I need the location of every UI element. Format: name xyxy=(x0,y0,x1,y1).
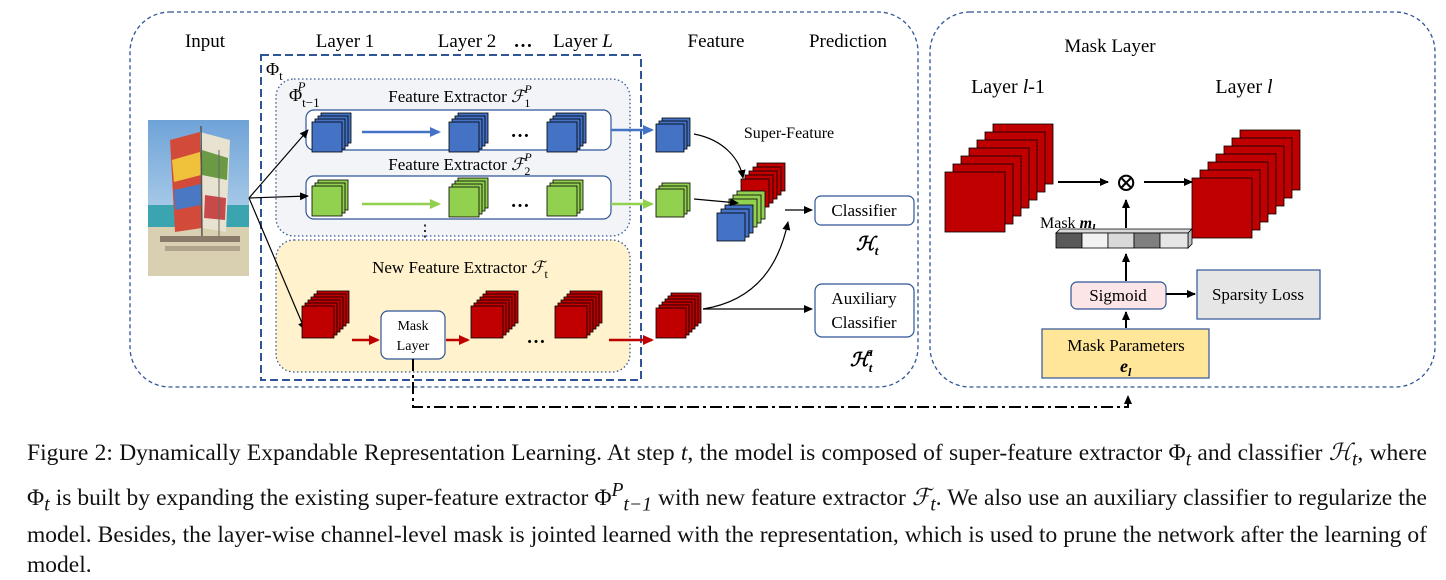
mask-layer-box-line1: Mask xyxy=(397,319,428,334)
red-map-layerL xyxy=(554,290,603,339)
mask-layer-panel xyxy=(929,11,1436,388)
mask-layer-prev-label: Layer l-1 xyxy=(971,76,1045,98)
row3-feature-maps xyxy=(301,290,702,339)
red-map-layer2 xyxy=(470,290,519,339)
row1-ellipsis: … xyxy=(511,121,530,142)
aux-classifier-symbol: ℋta xyxy=(850,344,873,375)
green-map-layerL xyxy=(546,179,584,217)
super-extractor-symbol: Φt xyxy=(266,59,283,83)
figure-caption: Figure 2: Dynamically Expandable Represe… xyxy=(27,440,1427,579)
aux-classifier-line1: Auxiliary xyxy=(831,289,897,308)
extractor-1-label: Feature Extractor ℱ1P xyxy=(388,82,532,110)
input-arrows xyxy=(248,129,309,331)
mask-params-symbol: el xyxy=(1120,356,1132,379)
blue-map-layer2 xyxy=(448,112,489,153)
layer1-label: Layer 1 xyxy=(316,31,375,52)
row3-ellipsis: … xyxy=(527,327,546,348)
aux-classifier-line2: Classifier xyxy=(831,313,896,332)
super-extractor-box xyxy=(260,54,642,381)
row1-feature-maps xyxy=(311,112,691,153)
blue-feature xyxy=(655,117,691,153)
mask-params-label: Mask Parameters xyxy=(1067,336,1185,355)
green-feature xyxy=(655,182,691,218)
green-map-layer2 xyxy=(448,177,489,218)
mask-layer-prev-maps xyxy=(944,123,1054,233)
main-panel xyxy=(129,11,919,388)
extractor-2-label: Feature Extractor ℱ2P xyxy=(388,150,532,178)
mask-vector xyxy=(1055,228,1193,249)
otimes-symbol: ⊗ xyxy=(1115,168,1137,197)
super-feature-label: Super-Feature xyxy=(744,125,834,142)
row2-ellipsis: … xyxy=(511,191,530,212)
super-feature-stack xyxy=(716,162,786,242)
red-map-layer1 xyxy=(301,290,350,339)
mask-layer-next-label: Layer l xyxy=(1215,76,1273,98)
feature-to-super-arrows xyxy=(693,133,813,313)
green-map-layer1 xyxy=(311,179,349,217)
mask-vector-label: Mask ml xyxy=(1040,215,1096,235)
mask-layer-next-maps xyxy=(1191,129,1301,239)
new-extractor-label: New Feature Extractor ℱt xyxy=(372,258,548,281)
red-feature xyxy=(655,292,702,339)
classifier-symbol: ℋt xyxy=(856,234,879,258)
feature-label: Feature xyxy=(688,31,745,52)
vertical-ellipsis: ⋮ xyxy=(417,223,433,240)
classifier-label: Classifier xyxy=(831,201,896,220)
input-label: Input xyxy=(185,31,226,52)
sigmoid-box xyxy=(1070,281,1167,310)
prediction-label: Prediction xyxy=(809,31,888,52)
mask-params-box xyxy=(1041,328,1210,379)
blue-map-layerL xyxy=(546,112,587,153)
layerL-label: Layer L xyxy=(553,31,613,52)
sigmoid-label: Sigmoid xyxy=(1089,286,1147,305)
layer-dots: … xyxy=(514,31,533,52)
blue-map-layer1 xyxy=(311,112,352,153)
sparsity-loss-box xyxy=(1196,269,1321,320)
classifier-box xyxy=(814,195,915,226)
input-image xyxy=(148,120,249,276)
mask-layer-box-line2: Layer xyxy=(397,339,430,354)
derl-diagram: Input Layer 1 Layer 2 … Layer L Feature … xyxy=(129,11,1436,408)
mask-panel-title: Mask Layer xyxy=(1064,36,1156,57)
old-extractor-symbol: Φt−1P xyxy=(289,79,320,110)
aux-classifier-box xyxy=(814,283,915,338)
mask-link-line xyxy=(412,359,1132,408)
row2-feature-maps xyxy=(311,177,691,218)
layer2-label: Layer 2 xyxy=(438,31,497,52)
sparsity-loss-label: Sparsity Loss xyxy=(1212,285,1304,304)
